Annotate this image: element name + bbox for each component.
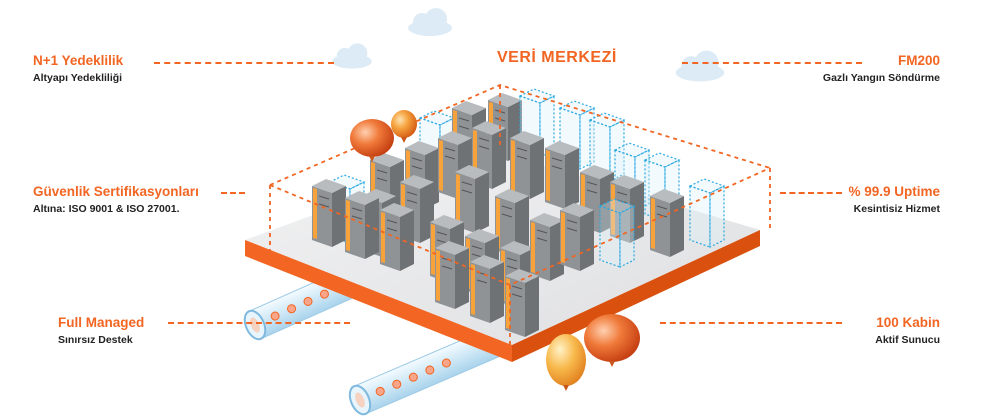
balloon-icon <box>391 110 417 143</box>
feature-subtitle: Gazlı Yangın Söndürme <box>822 72 940 84</box>
server-rack-icon <box>312 179 346 247</box>
feature-fm200: FM200 Gazlı Yangın Söndürme <box>823 53 940 85</box>
connector-line <box>221 192 245 194</box>
feature-subtitle: Sınırsız Destek <box>58 334 133 346</box>
connector-line <box>780 192 842 194</box>
server-rack-icon <box>345 191 379 259</box>
feature-redundancy: N+1 Yedeklilik Altyapı Yedekliliği <box>33 53 123 85</box>
feature-title: Full Managed <box>58 315 145 330</box>
cloud-icon <box>675 50 725 82</box>
server-rack-icon <box>530 213 564 281</box>
feature-certifications: Güvenlik Sertifikasyonları Altına: ISO 9… <box>33 184 199 216</box>
feature-full-managed: Full Managed Sınırsız Destek <box>58 315 144 347</box>
feature-subtitle: Kesintisiz Hizmet <box>853 203 940 215</box>
cloud-icon <box>408 8 452 36</box>
server-rack-icon <box>470 255 504 323</box>
server-rack-icon <box>380 203 414 271</box>
server-rack-icon <box>435 241 469 309</box>
server-rack-icon <box>510 131 544 199</box>
room-outline <box>269 84 771 345</box>
server-rack-icon <box>545 141 579 209</box>
balloon-icon <box>546 334 586 391</box>
feature-subtitle: Aktif Sunucu <box>875 334 940 346</box>
connector-line <box>660 322 842 324</box>
feature-title: % 99.9 Uptime <box>848 184 940 199</box>
feature-subtitle: Altına: ISO 9001 & ISO 27001. <box>33 203 180 215</box>
server-rack-icon <box>560 203 594 271</box>
diagram-title: VERİ MERKEZİ <box>497 49 617 66</box>
feature-title: FM200 <box>897 53 940 68</box>
connector-line <box>154 62 334 64</box>
feature-cabins: 100 Kabin Aktif Sunucu <box>875 315 940 347</box>
feature-title: N+1 Yedeklilik <box>33 53 124 68</box>
cloud-icon <box>332 43 372 69</box>
connector-line <box>682 62 862 64</box>
server-rack-icon <box>650 189 684 257</box>
connector-line <box>168 322 350 324</box>
server-rack-icon <box>688 178 726 248</box>
server-rack-icon <box>505 269 539 337</box>
balloon-icon <box>350 119 394 162</box>
balloon-icon <box>584 314 640 367</box>
feature-uptime: % 99.9 Uptime Kesintisiz Hizmet <box>848 184 940 216</box>
server-rack-icon <box>598 198 636 268</box>
feature-title: Güvenlik Sertifikasyonları <box>33 184 199 199</box>
cable-pipe-icon <box>348 325 507 416</box>
server-rack-icon <box>455 165 489 233</box>
feature-subtitle: Altyapı Yedekliliği <box>33 72 123 84</box>
feature-title: 100 Kabin <box>876 315 940 330</box>
